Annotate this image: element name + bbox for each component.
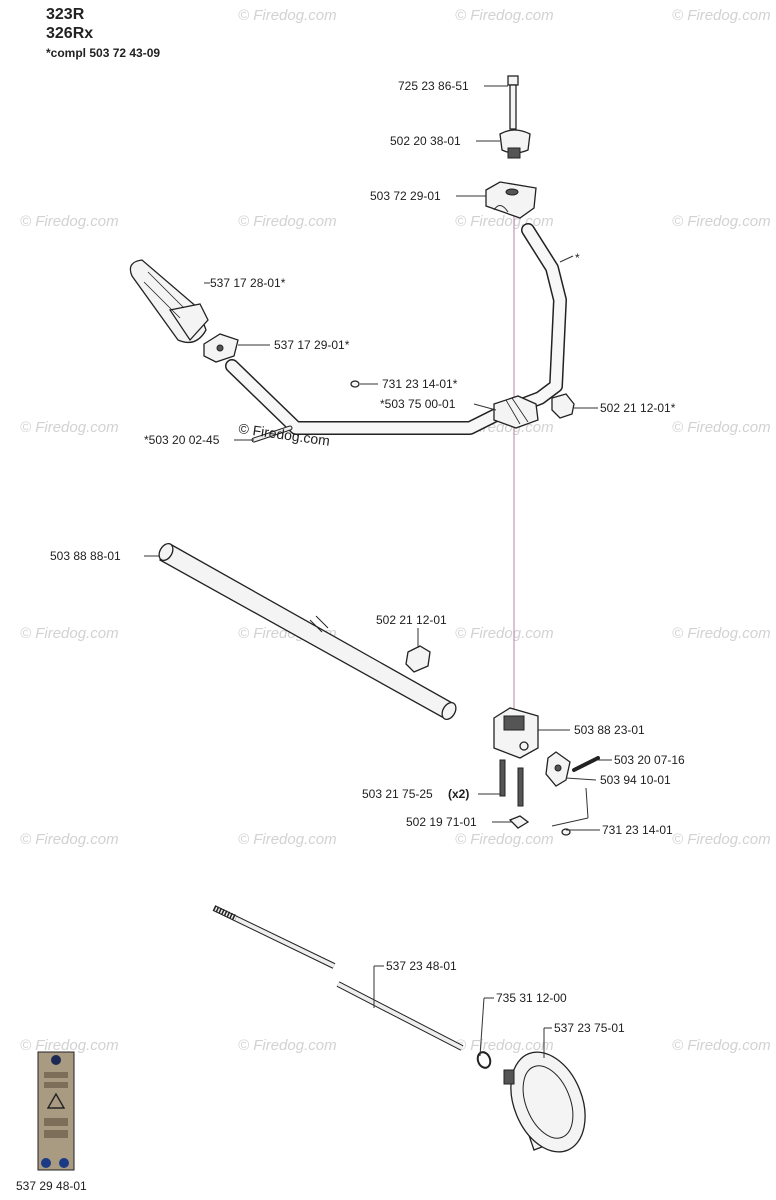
clutch-drum [503,1051,586,1153]
watermark: © Firedog.com [455,831,554,848]
square-nut [508,815,530,829]
part-label-quantity: (x2) [448,787,469,801]
part-label: *503 75 00-01 [380,397,456,411]
watermark: © Firedog.com [455,1037,554,1054]
part-label: * [575,251,580,265]
watermark: © Firedog.com [20,831,119,848]
watermark: © Firedog.com [672,213,771,230]
screw-side [572,756,600,772]
part-label: 503 88 23-01 [574,723,645,737]
shaft-tube [158,542,457,721]
handle-grip [129,259,209,344]
watermark: © Firedog.com [20,419,119,436]
part-label: 537 17 28-01* [210,276,286,290]
knob-lower [405,645,431,673]
watermark: © Firedog.com [20,213,119,230]
watermark: © Firedog.com [672,625,771,642]
watermark: © Firedog.com [20,1037,119,1054]
watermark: © Firedog.com [238,1037,337,1054]
part-label: 537 17 29-01* [274,338,350,352]
part-label: 725 23 86-51 [398,79,469,93]
watermark: © Firedog.com [672,419,771,436]
part-label: 731 23 14-01 [602,823,673,837]
safety-decal [37,1051,75,1171]
complete-kit-label: *compl 503 72 43-09 [46,46,161,60]
watermark: © Firedog.com [455,213,554,230]
watermark: © Firedog.com [238,7,337,24]
part-label: 503 88 88-01 [50,549,121,563]
drive-shaft [212,905,464,1051]
part-label: 502 20 38-01 [390,134,461,148]
part-label: 537 29 48-01 [16,1179,87,1193]
watermark: © Firedog.com [20,625,119,642]
part-label: 537 23 48-01 [386,959,457,973]
clamp-screws [499,759,524,807]
watermark: © Firedog.com [455,625,554,642]
watermark-grid: © Firedog.com © Firedog.com © Firedog.co… [20,7,771,1054]
leader-lines [144,85,612,1058]
part-label: *503 20 02-45 [144,433,220,447]
washer [350,380,360,388]
part-label: 731 23 14-01* [382,377,458,391]
circlip [476,1051,492,1069]
watermark: © Firedog.com [455,7,554,24]
handle-bracket [493,395,539,429]
screw-upper [251,425,293,443]
watermark: © Firedog.com [672,831,771,848]
model-title-323r: 323R [46,6,85,23]
part-label: 503 94 10-01 [600,773,671,787]
model-title-326rx: 326Rx [46,25,94,42]
part-label: 502 21 12-01 [376,613,447,627]
part-labels: 725 23 86-51 502 20 38-01 503 72 29-01 *… [16,79,685,1193]
handle-bar [225,223,567,435]
part-label: 503 72 29-01 [370,189,441,203]
watermark: © Firedog.com [672,1037,771,1054]
bolt [507,75,519,130]
shaft-clamp [493,707,539,759]
part-label: 503 20 07-16 [614,753,685,767]
knob-upper [551,393,575,419]
watermark: © Firedog.com [672,7,771,24]
part-label: 537 23 75-01 [554,1021,625,1035]
wing-nut [499,129,531,159]
watermark: © Firedog.com [238,213,337,230]
part-label: 502 19 71-01 [406,815,477,829]
part-label: 502 21 12-01* [600,401,676,415]
part-label: 503 21 75-25 [362,787,433,801]
grip-clip [203,333,239,363]
handle-clamp-top [485,181,537,219]
clamp-plate [545,751,571,787]
watermark: © Firedog.com [238,831,337,848]
part-label: 735 31 12-00 [496,991,567,1005]
